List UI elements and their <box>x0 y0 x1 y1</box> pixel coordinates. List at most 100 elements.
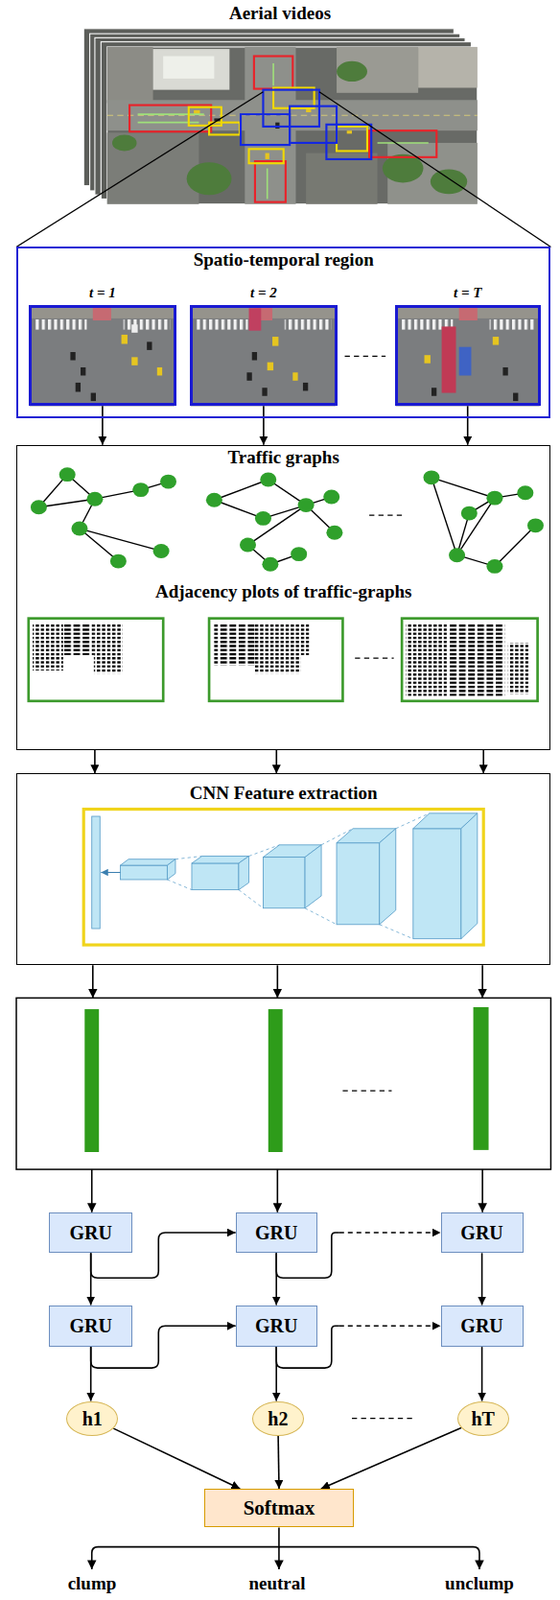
traffic-graph <box>239 537 257 553</box>
node-text: t = 2 <box>192 283 335 302</box>
cnn-illustration <box>461 813 478 939</box>
cnn-illustration <box>120 859 176 865</box>
connector <box>466 405 468 445</box>
traffic-graph <box>30 466 544 574</box>
feature-panel <box>16 997 551 1169</box>
node-text: Softmax <box>243 1495 316 1520</box>
connector-line <box>321 1427 462 1490</box>
connector <box>481 1346 483 1400</box>
frame-image <box>70 351 75 361</box>
traffic-graph <box>70 521 88 537</box>
video-stack <box>107 46 154 104</box>
traffic-graph <box>527 517 544 533</box>
frame-image <box>292 372 298 381</box>
gru-cell: GRU <box>48 1212 133 1254</box>
traffic-graph <box>323 490 340 505</box>
traffic-graph <box>261 557 279 572</box>
video-stack <box>240 90 372 160</box>
video-stack <box>336 46 419 94</box>
video-stack <box>129 56 437 203</box>
frame-image <box>303 382 308 392</box>
connector-line <box>101 405 104 445</box>
traffic-graph <box>206 492 223 508</box>
cnn-illustration <box>166 813 429 939</box>
feature-panel <box>268 1008 283 1152</box>
node-text: h2 <box>267 1406 288 1430</box>
adjacency-plot <box>301 624 310 655</box>
connector <box>483 749 485 773</box>
connector <box>101 405 103 445</box>
traffic-graph <box>30 466 544 574</box>
stage-box: Traffic graphsAdjacency plots of traffic… <box>16 444 551 750</box>
connector-line <box>466 405 469 445</box>
node-text: h1 <box>82 1406 103 1430</box>
video-stack <box>336 61 368 82</box>
connector <box>93 749 95 773</box>
video-stack <box>107 132 200 204</box>
frame-image <box>396 305 540 406</box>
traffic-graph <box>110 554 127 569</box>
frame-image <box>246 372 252 381</box>
node-text: CNN Feature extraction <box>17 782 550 805</box>
cnn-illustration <box>321 828 353 845</box>
video-stack <box>255 161 286 203</box>
frame-image <box>131 324 138 333</box>
video-stack <box>240 114 290 145</box>
video-stack <box>262 90 320 127</box>
cnn-illustration <box>304 844 322 909</box>
gru-cell: GRU <box>235 1212 318 1254</box>
frame-image <box>492 336 499 346</box>
region-box: Spatio-temporal regiont = 1t = 2t = T <box>16 246 551 419</box>
zoom-lines <box>16 92 263 248</box>
traffic-graph <box>298 497 315 513</box>
cnn-illustration <box>249 844 280 857</box>
traffic-graph <box>486 559 503 574</box>
adjacency-plot <box>63 624 94 655</box>
frame-image <box>459 305 478 321</box>
node-text: GRU <box>255 1220 298 1244</box>
hidden-state: hT <box>457 1400 510 1436</box>
video-frame: t = 2 <box>189 304 338 406</box>
traffic-graph <box>153 543 170 559</box>
output-label: clump <box>24 1572 160 1595</box>
flow-arrow <box>277 1168 280 1213</box>
cnn-illustration <box>83 809 484 945</box>
zoom-lines <box>16 92 551 248</box>
node-text: Traffic graphs <box>17 446 550 469</box>
cnn-illustration <box>304 908 337 925</box>
connector-line <box>481 1252 484 1305</box>
traffic-graph <box>247 505 306 545</box>
frame-image <box>194 319 248 330</box>
flow-arrow <box>277 964 280 998</box>
frame-image <box>513 393 518 402</box>
traffic-graph <box>494 525 537 567</box>
cnn-illustration <box>175 856 203 860</box>
adjacency-plot <box>32 624 64 671</box>
traffic-graph <box>422 469 440 485</box>
connector-line <box>482 749 485 773</box>
gru-cell: GRU <box>235 1305 318 1348</box>
traffic-graph <box>431 477 495 498</box>
connector <box>113 1427 240 1489</box>
connector <box>481 1252 483 1305</box>
cnn-illustration <box>379 924 414 939</box>
video-stack <box>272 63 275 86</box>
traffic-graph <box>259 472 277 488</box>
traffic-graph <box>59 466 76 482</box>
frame-image <box>272 336 279 347</box>
video-stack <box>377 141 429 144</box>
video-stack <box>153 48 231 91</box>
adjacency-plot <box>28 618 164 701</box>
frame-image <box>121 334 128 345</box>
adjacency-plot <box>28 618 538 701</box>
cnn-illustration <box>100 871 120 873</box>
video-stack <box>336 126 368 152</box>
traffic-graph <box>486 490 503 506</box>
cnn-illustration <box>336 842 380 925</box>
connector-line <box>339 1325 442 1328</box>
flow-arrow <box>92 964 483 1569</box>
video-stack <box>382 154 424 184</box>
video-stack <box>138 113 205 116</box>
